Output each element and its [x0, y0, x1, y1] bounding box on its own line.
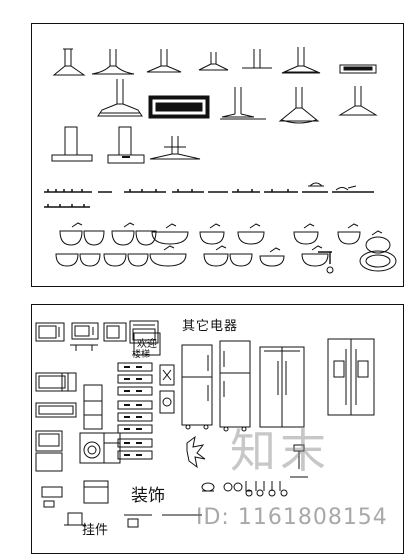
- title-other-appliances: 其它电器: [182, 319, 239, 334]
- sink-row-1: [59, 222, 391, 254]
- range-hood-12: [338, 86, 378, 116]
- cooktop-row: [44, 182, 374, 208]
- cabinet-unit: [83, 384, 103, 430]
- range-hood-5: [242, 49, 272, 69]
- pendant-items: [64, 512, 202, 528]
- fridge-2: [219, 340, 251, 432]
- phone-item: [41, 486, 63, 508]
- stand-lamp: [290, 444, 308, 478]
- range-hood-2: [91, 49, 135, 75]
- range-hood-13: [51, 126, 93, 162]
- watermark-id: ID: 1161808154: [196, 505, 388, 530]
- cad-sheet-appliances: 其它电器 装饰 挂件 楼梯 欢迎: [31, 304, 404, 554]
- tv-set: [35, 430, 63, 472]
- fan-symbol: [186, 435, 206, 469]
- oven: [129, 320, 159, 344]
- fridge-side-by-side: [259, 346, 305, 428]
- banner-label-welcome: 欢迎: [137, 339, 157, 350]
- range-hood-3: [146, 49, 182, 73]
- appliance-drawing: [35, 320, 375, 528]
- title-pendant: 挂件: [82, 523, 109, 538]
- kitchen-drawing: [44, 47, 397, 274]
- watermark-logo: 知末: [230, 424, 330, 478]
- panel-left-1: [35, 372, 69, 392]
- washer-small: [133, 332, 161, 356]
- range-hood-4: [198, 52, 229, 71]
- range-hood-11: [278, 87, 320, 124]
- box-item: [83, 480, 109, 504]
- microwave-2: [71, 322, 99, 340]
- washing-machine: [79, 432, 105, 464]
- fridge-1: [181, 344, 213, 430]
- sink-row-2: [55, 245, 397, 274]
- range-hood-7: [339, 64, 377, 74]
- range-hood-10: [220, 87, 266, 120]
- range-hood-14: [107, 126, 145, 164]
- dispenser-box: [159, 364, 175, 414]
- range-hood-6: [281, 47, 321, 74]
- panel-left-3: [35, 402, 77, 418]
- range-hood-1: [52, 48, 86, 76]
- microwave-1: [35, 322, 65, 342]
- fridge-dispenser: [327, 338, 375, 416]
- range-hood-9-glass-panel: [148, 95, 210, 119]
- microwave-3: [103, 322, 127, 342]
- decor-row: [201, 481, 288, 497]
- title-decoration: 装饰: [131, 486, 165, 506]
- panel-left-2: [61, 372, 77, 392]
- wall-rack: [70, 344, 98, 351]
- small-cabinet: [103, 432, 121, 464]
- cooktop-stack: [117, 362, 153, 460]
- banner-label-stairs: 楼梯: [132, 350, 151, 360]
- range-hood-15: [149, 136, 201, 160]
- range-hood-8: [97, 79, 143, 117]
- cad-sheet-kitchen: [31, 23, 404, 287]
